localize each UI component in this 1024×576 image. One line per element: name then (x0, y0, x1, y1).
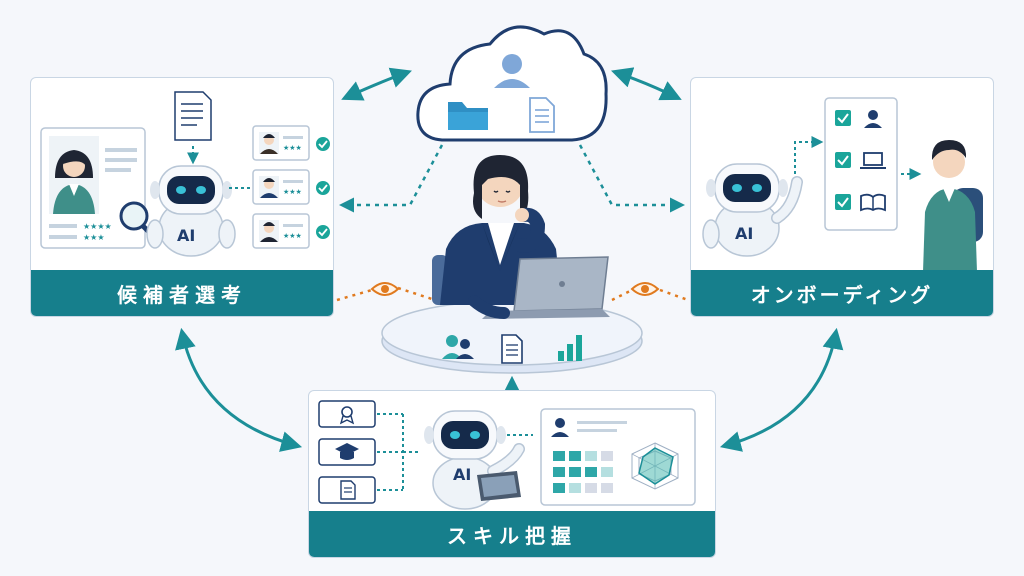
laptop-icon (860, 152, 886, 169)
svg-text:★★★: ★★★ (283, 144, 302, 152)
screening-to-skills-arrow (175, 327, 303, 452)
center-person (440, 155, 562, 305)
skill-dashboard (540, 408, 696, 506)
screening-panel: ★★★★ ★★★ (30, 77, 334, 317)
skill-grid (553, 451, 613, 493)
user-icon (864, 110, 882, 128)
cloud-to-onboarding-arrow (611, 67, 682, 101)
book-icon (860, 193, 886, 212)
skills-robot-badge: AI (453, 465, 472, 484)
svg-text:★★★: ★★★ (283, 232, 302, 240)
onboarding-panel: AI オンボーディング (690, 77, 994, 317)
onboarding-robot-badge: AI (735, 224, 754, 243)
tablet-icon (477, 471, 521, 501)
onboarding-illustration (702, 97, 983, 272)
team-icon (442, 335, 474, 359)
user-icon (551, 418, 569, 437)
onboarding-title: オンボーディング (691, 270, 993, 316)
candidate-card: ★★★★ ★★★ (40, 127, 146, 249)
bar-chart-icon (558, 335, 582, 361)
mini-card-2: ★★★ (252, 169, 330, 205)
checklist (824, 97, 898, 231)
document-icon (174, 91, 212, 165)
orange-dotted-left-2 (397, 286, 436, 302)
graduation-cap-icon (318, 438, 376, 466)
radar-chart-icon (631, 442, 679, 490)
robot-to-checklist-dotted (794, 136, 824, 174)
center-illustration (381, 155, 643, 374)
screening-title: 候補者選考 (31, 270, 333, 316)
onboarding-to-skills-arrow (719, 327, 844, 452)
certificate-icon (318, 400, 376, 428)
orange-dotted-left (336, 288, 373, 302)
cloud-to-screening-arrow (341, 67, 412, 101)
new-hire-person (923, 140, 983, 272)
magnifier-icon (119, 201, 162, 245)
svg-text:★★★: ★★★ (283, 188, 302, 196)
laptop-icon (468, 256, 610, 319)
skills-title: スキル把握 (309, 511, 715, 557)
folder-icon (448, 102, 488, 130)
skills-illustration (318, 400, 696, 510)
mini-card-1: ★★★ (252, 125, 330, 161)
orange-dotted-right (611, 288, 633, 302)
eye-icon (630, 282, 660, 296)
report-icon (501, 334, 523, 364)
inputs-dotted-connector (377, 413, 421, 491)
document-icon (529, 97, 555, 133)
robot-icon (702, 163, 803, 257)
skills-panel: AI スキル把握 (308, 390, 716, 558)
svg-text:★★★★: ★★★★ (83, 222, 112, 231)
svg-text:★★★: ★★★ (83, 233, 105, 242)
screening-robot-badge: AI (177, 226, 196, 245)
eye-icon (370, 282, 400, 296)
cloud-storage (416, 25, 608, 142)
mini-card-3: ★★★ (252, 213, 330, 249)
user-icon (494, 54, 530, 88)
document-icon (318, 476, 376, 504)
screening-illustration: ★★★★ ★★★ (40, 91, 330, 257)
orange-dotted-right-2 (659, 288, 689, 302)
robot-icon (146, 165, 236, 257)
